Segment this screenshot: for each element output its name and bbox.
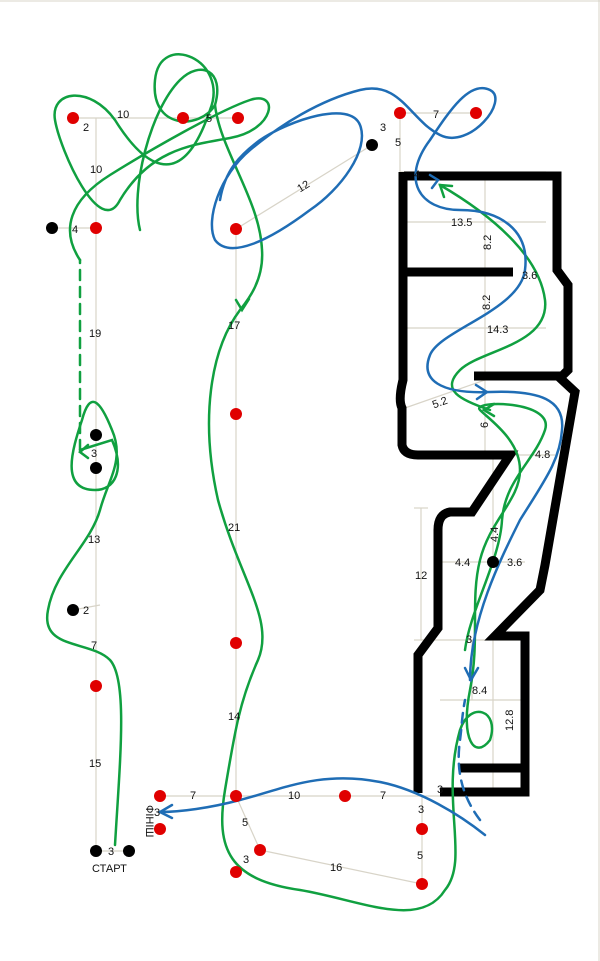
red-cone bbox=[394, 107, 406, 119]
black-cone bbox=[46, 222, 58, 234]
blue-arrow-finish bbox=[157, 803, 174, 820]
distance-label: 3 bbox=[108, 846, 114, 858]
distance-label: 4.8 bbox=[535, 449, 550, 461]
distance-label: 13 bbox=[88, 534, 100, 546]
green-arrow-up bbox=[438, 183, 454, 199]
red-cone bbox=[177, 112, 189, 124]
distance-label: 8.2 bbox=[481, 295, 493, 310]
distance-label: 7 bbox=[433, 109, 439, 121]
distance-label: 2 bbox=[83, 122, 89, 134]
distance-label: 16 bbox=[330, 862, 342, 874]
distance-label: 12.8 bbox=[504, 710, 516, 731]
red-cone bbox=[67, 112, 79, 124]
distance-label: 7 bbox=[380, 790, 386, 802]
red-cone bbox=[470, 107, 482, 119]
distance-label: 4 bbox=[414, 169, 420, 181]
wall-left bbox=[395, 172, 519, 793]
wall-right bbox=[404, 171, 580, 797]
blue-route-dashed bbox=[457, 698, 482, 822]
distance-label: 3 bbox=[466, 634, 472, 646]
blue-arrow-down bbox=[463, 666, 480, 683]
distance-label: 5 bbox=[206, 113, 212, 125]
black-cone bbox=[487, 556, 499, 568]
distance-label: 13.5 bbox=[451, 217, 472, 229]
blue-route-up bbox=[210, 86, 564, 682]
red-cone bbox=[232, 112, 244, 124]
red-cone bbox=[230, 637, 242, 649]
distance-label: 3 bbox=[380, 122, 386, 134]
red-cone bbox=[339, 790, 351, 802]
arrowheads bbox=[78, 173, 496, 820]
distance-label: 10 bbox=[90, 164, 102, 176]
green-arrow-down bbox=[234, 297, 251, 313]
red-cone bbox=[230, 866, 242, 878]
blue-arrow-right bbox=[474, 383, 490, 401]
distance-label: 3 bbox=[154, 807, 160, 819]
distance-label: 14.3 bbox=[487, 324, 508, 336]
blue-arrow-up bbox=[428, 173, 440, 190]
distance-label: 21 bbox=[228, 522, 240, 534]
red-cone bbox=[90, 680, 102, 692]
distance-label: 10 bbox=[117, 109, 129, 121]
distance-label: 2 bbox=[83, 605, 89, 617]
distance-label: 5 bbox=[395, 137, 401, 149]
black-cone bbox=[90, 845, 102, 857]
distance-label: 5 bbox=[417, 850, 423, 862]
red-cone bbox=[230, 223, 242, 235]
finish-label: ФІНІШ bbox=[143, 805, 155, 838]
distance-label: 8.2 bbox=[482, 235, 494, 250]
distance-label: 3.6 bbox=[522, 270, 537, 282]
red-cone bbox=[90, 222, 102, 234]
start-label: СТАРТ bbox=[92, 863, 127, 875]
distance-label: 19 bbox=[89, 328, 101, 340]
black-cone bbox=[366, 139, 378, 151]
green-route bbox=[45, 53, 547, 912]
distance-label: 5 bbox=[242, 817, 248, 829]
distance-label: 4 bbox=[72, 224, 78, 236]
course-walls bbox=[395, 171, 580, 797]
red-cone bbox=[230, 790, 242, 802]
black-cone bbox=[67, 604, 79, 616]
green-arrow-mid bbox=[481, 402, 496, 418]
distance-label: 7 bbox=[190, 790, 196, 802]
distance-label: 14 bbox=[228, 711, 240, 723]
green-arrow-left-mid bbox=[78, 443, 90, 460]
distance-label: 3.6 bbox=[507, 557, 522, 569]
red-cone bbox=[416, 823, 428, 835]
black-cone bbox=[90, 429, 102, 441]
distance-label: 12 bbox=[295, 178, 312, 195]
distance-label: 12 bbox=[415, 570, 427, 582]
distance-labels: 10 2 5 10 4 19 3 13 2 7 15 3 12 17 21 14… bbox=[72, 109, 550, 874]
blue-route-path bbox=[158, 777, 487, 837]
distance-label: 5.2 bbox=[431, 395, 449, 412]
distance-label: 3 bbox=[437, 784, 443, 796]
distance-label: 3 bbox=[243, 854, 249, 866]
green-route-long-loop bbox=[207, 103, 547, 912]
distance-label: 7 bbox=[91, 640, 97, 652]
distance-label: 15 bbox=[89, 758, 101, 770]
distance-label: 10 bbox=[288, 790, 300, 802]
distance-label: 6 bbox=[479, 422, 491, 428]
green-route-path bbox=[45, 400, 123, 847]
black-cones bbox=[46, 139, 499, 857]
blue-route bbox=[158, 86, 564, 837]
distance-label: 8.4 bbox=[472, 685, 487, 697]
distance-label: 3 bbox=[418, 804, 424, 816]
distance-label: 4.4 bbox=[489, 527, 501, 542]
red-cone bbox=[416, 878, 428, 890]
distance-label: 17 bbox=[228, 320, 240, 332]
black-cone bbox=[90, 462, 102, 474]
red-cone bbox=[154, 790, 166, 802]
black-cone bbox=[123, 845, 135, 857]
red-cone bbox=[230, 408, 242, 420]
distance-label: 4.4 bbox=[455, 557, 470, 569]
distance-label: 3 bbox=[91, 448, 97, 460]
red-cone bbox=[154, 823, 166, 835]
red-cones bbox=[67, 107, 482, 890]
red-cone bbox=[254, 844, 266, 856]
